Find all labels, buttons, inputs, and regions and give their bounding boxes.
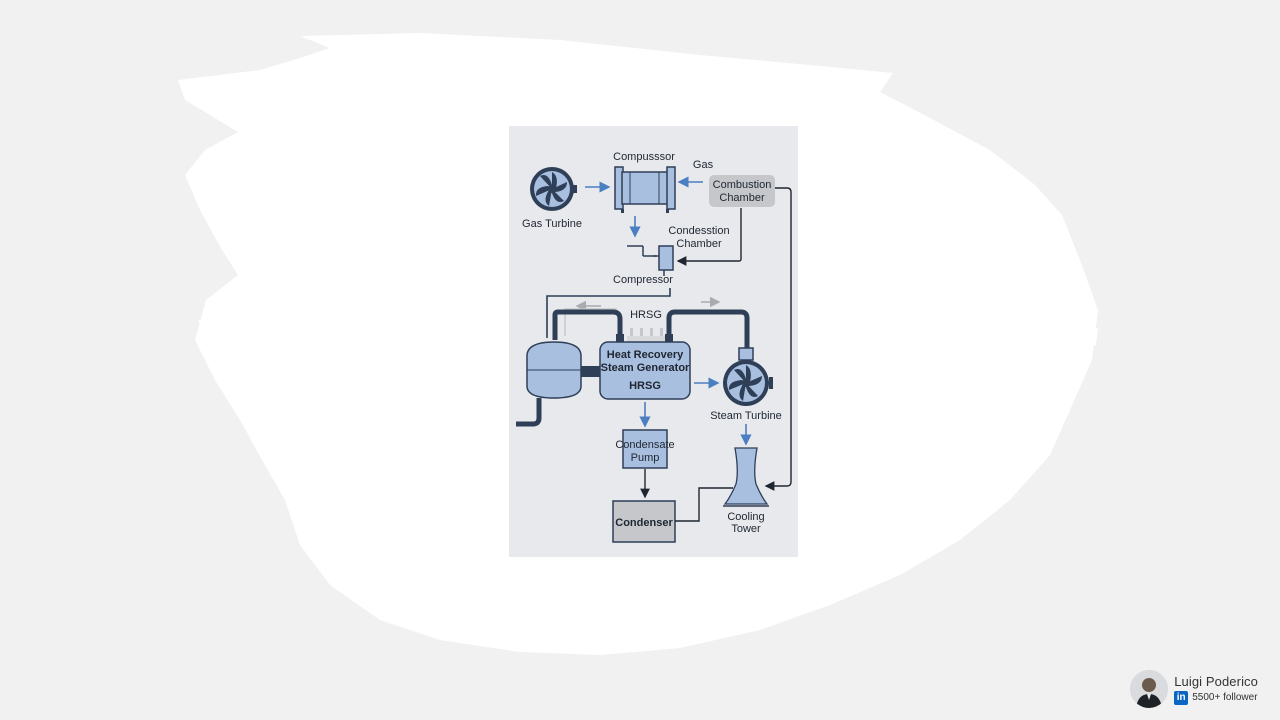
hrsg-tubes — [627, 328, 667, 342]
condesstion-chamber-label-line2: Chamber — [676, 238, 722, 250]
avatar — [1130, 670, 1169, 708]
flow-line — [546, 288, 671, 338]
hrsg-box — [599, 341, 691, 400]
pipe — [666, 309, 750, 348]
person-icon — [1130, 670, 1169, 708]
hrsg-label-line1: Heat Recovery — [607, 349, 684, 361]
author-card: Luigi Poderico in 5500+ follower — [1130, 670, 1258, 708]
condesstion-chamber-label-line1: Condesstion — [668, 225, 729, 237]
follower-count: 5500+ follower — [1192, 692, 1258, 703]
cooling-tower-label-line2: Tower — [731, 523, 761, 535]
condensate-pump-box — [622, 429, 668, 469]
compressor-label: Compressor — [613, 274, 673, 286]
gas-label: Gas — [693, 159, 714, 171]
combustion-chamber-label-line1: Combustion — [713, 179, 772, 191]
follower-row: in 5500+ follower — [1174, 690, 1258, 705]
combustion-chamber-label-line2: Chamber — [719, 192, 765, 204]
hrsg-top-label: HRSG — [630, 309, 662, 321]
condenser-box — [612, 500, 676, 543]
steam-turbine-fan-icon — [723, 347, 773, 406]
condenser-label: Condenser — [615, 517, 673, 529]
combustion-chamber-box — [709, 175, 775, 207]
diagram-panel: Gas Turbine Compusssor Gas Combustion Ch… — [509, 126, 798, 557]
linkedin-icon: in — [1174, 690, 1189, 705]
compressor-top-label: Compusssor — [613, 151, 675, 163]
compressor-cylinder-icon — [614, 166, 676, 213]
cooling-tower-icon — [723, 447, 769, 507]
gas-turbine-fan-icon — [530, 167, 577, 211]
drum-tank-icon — [516, 341, 601, 427]
hrsg-label-line3: HRSG — [629, 380, 661, 392]
condensation-chamber-icon — [627, 245, 674, 276]
condensate-pump-label-line2: Pump — [631, 452, 660, 464]
flow-line — [675, 487, 733, 522]
flow-line — [564, 308, 617, 336]
pipe — [552, 309, 623, 340]
gas-turbine-label: Gas Turbine — [522, 218, 582, 230]
author-name: Luigi Poderico — [1174, 673, 1258, 689]
flow-line — [676, 208, 742, 266]
cooling-tower-label-line1: Cooling — [727, 511, 764, 523]
hrsg-label-line2: Steam Generator — [601, 362, 690, 374]
steam-turbine-label: Steam Turbine — [710, 410, 782, 422]
flow-line — [764, 187, 792, 491]
power-plant-diagram: Gas Turbine Compusssor Gas Combustion Ch… — [516, 151, 792, 543]
condensate-pump-label-line1: Condensate — [615, 439, 674, 451]
